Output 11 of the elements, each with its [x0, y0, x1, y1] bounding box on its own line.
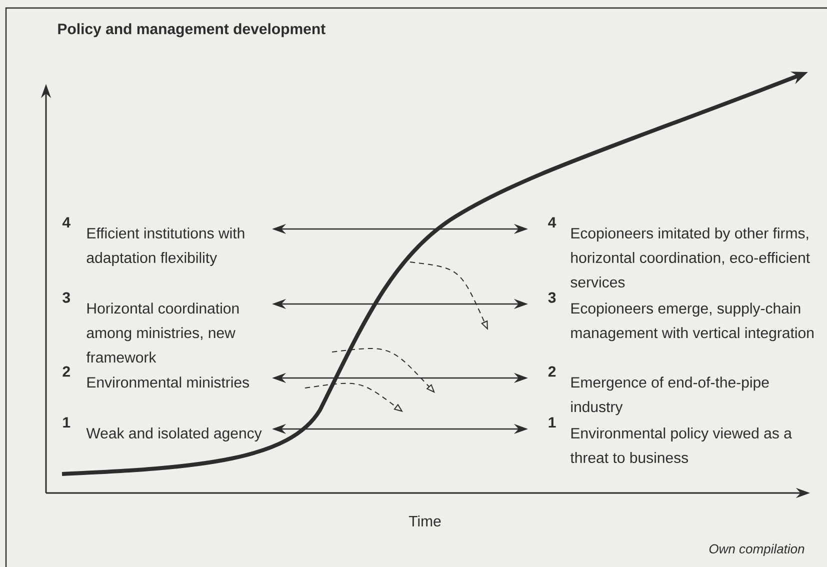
numbered-label: 1 Weak and isolated agency [63, 417, 262, 442]
numbered-label: 3 Horizontal coordination among ministries, new framework [62, 292, 239, 363]
numbered-label: 1 Environmental policy viewed as a threat to business [548, 417, 792, 464]
numbered-label: 4 Ecopioneers imitated by other firms, horizontal coordination, eco-efficient services [548, 217, 810, 288]
source-note: Own compilation [709, 544, 804, 556]
axis-label: Policy and management development [58, 23, 326, 38]
numbered-label: 4 Efficient institutions with adaptation flexibility [62, 217, 244, 266]
numbered-label: 3 Ecopioneers emerge, supply-chain management with vertical integration [548, 292, 814, 342]
numbered-label: 2 Emergence of end-of-the-pipe industry [548, 366, 769, 416]
numbered-label: 2 Environmental ministries [62, 366, 249, 388]
axis-label: Time [408, 515, 441, 526]
